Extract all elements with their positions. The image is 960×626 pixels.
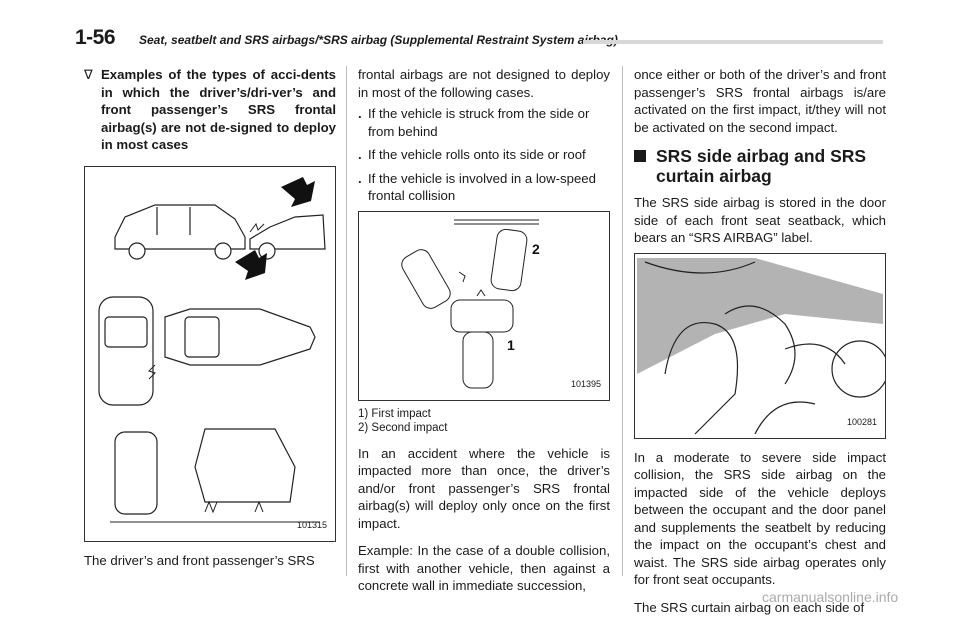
double-collision-figure: 2 1 101395 <box>358 210 610 401</box>
figure-id: 100281 <box>846 417 877 427</box>
list-item-text: If the vehicle is struck from the side o… <box>368 106 590 139</box>
paragraph: once either or both of the driver’s and … <box>634 67 886 135</box>
list-item: . If the vehicle rolls onto its side or … <box>358 146 610 164</box>
accident-types-illustration <box>98 176 326 522</box>
paragraph: In a moderate to severe side impact coll… <box>634 449 886 588</box>
section-title: Seat, seatbelt and SRS airbags/*SRS airb… <box>139 33 618 47</box>
figure-captions: 1) First impact 2) Second impact <box>358 407 610 435</box>
paragraph: The SRS side airbag is stored in the doo… <box>634 195 886 245</box>
paragraph: Example: In the case of a double collisi… <box>358 543 610 593</box>
list-item-text: If the vehicle is involved in a low-spee… <box>368 170 596 204</box>
figure-id: 101395 <box>570 379 601 389</box>
side-airbag-figure: 100281 <box>634 252 889 439</box>
caption: 2) Second impact <box>358 421 448 434</box>
watermark: carmanualsonline.info <box>762 589 899 605</box>
callout-1: 1 <box>507 337 515 353</box>
list-item: . If the vehicle is involved in a low-sp… <box>358 170 610 205</box>
header-rule <box>583 40 883 44</box>
figure-id: 101315 <box>296 520 327 530</box>
column-2: frontal airbags are not designed to depl… <box>358 66 610 605</box>
double-collision-illustration: 2 1 <box>401 219 540 388</box>
callout-2: 2 <box>532 241 540 257</box>
section-heading: SRS side airbag and SRS curtain airbag <box>634 146 886 186</box>
list-item: . If the vehicle is struck from the side… <box>358 105 610 140</box>
page-header: 1-56 Seat, seatbelt and SRS airbags/*SRS… <box>75 26 883 50</box>
bullet-icon: . <box>358 147 362 162</box>
square-marker-icon <box>634 150 646 162</box>
side-airbag-illustration <box>637 257 889 434</box>
paragraph: The driver’s and front passenger’s SRS <box>84 552 315 568</box>
column-divider <box>346 66 347 576</box>
section-heading-text: SRS side airbag and SRS curtain airbag <box>656 146 867 186</box>
caption: 1) First impact <box>358 407 431 420</box>
subsection-heading: ∇ Examples of the types of acci-dents in… <box>84 66 336 154</box>
page-number: 1-56 <box>75 26 116 49</box>
column-divider <box>622 66 623 576</box>
column-3: once either or both of the driver’s and … <box>634 66 889 626</box>
paragraph: frontal airbags are not designed to depl… <box>358 67 610 100</box>
paragraph: In an accident where the vehicle is impa… <box>358 445 610 531</box>
list-item-text: If the vehicle rolls onto its side or ro… <box>368 147 586 162</box>
column-1: ∇ Examples of the types of acci-dents in… <box>84 66 336 579</box>
triangle-marker-icon: ∇ <box>84 67 93 82</box>
bullet-icon: . <box>358 106 362 121</box>
bullet-icon: . <box>358 170 362 186</box>
subsection-heading-text: Examples of the types of acci-dents in w… <box>101 67 336 152</box>
accident-types-figure: 101315 <box>84 165 336 542</box>
